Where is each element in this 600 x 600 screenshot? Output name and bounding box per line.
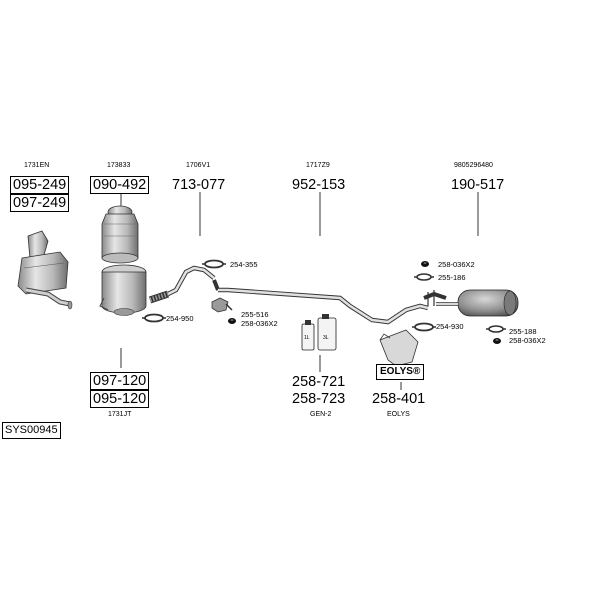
clamp-255-186 [414,273,434,281]
fitting-label-255-188[interactable]: 255-188 [509,327,537,336]
ref-additive: EOLYS [387,411,410,418]
system-code: SYS00945 [2,422,61,439]
part-number-catalyst-b[interactable]: 090-492 [90,176,150,194]
part-number-middle-pipe[interactable]: 952-153 [292,177,346,193]
catalyst-a-drawing [17,230,73,310]
fitting-label-254-355[interactable]: 254-355 [230,260,258,269]
clamp-254-355 [202,259,226,269]
clamp-254-930 [412,322,436,332]
rubber-258-036-b [421,261,429,267]
part-number-front-pipe[interactable]: 713-077 [172,177,226,193]
fitting-label-254-930[interactable]: 254-930 [436,322,464,331]
fitting-label-255-186[interactable]: 255-186 [438,273,466,282]
fitting-label-258-036x2-a[interactable]: 258-036X2 [241,319,278,328]
dpf-drawing [99,264,147,316]
ref-front-pipe: 1706V1 [186,162,211,169]
part-number-additive[interactable]: 258-401 [372,391,426,407]
rear-silencer-drawing [423,289,519,317]
fittings-drawing [142,259,506,344]
ref-catalyst-b: 173833 [107,162,131,169]
part-number-fluid-2[interactable]: 258-723 [292,391,346,407]
eolys-logo: EOLYS® [376,364,425,380]
ref-dpf: 1731JT [108,411,132,418]
part-number-dpf-2[interactable]: 095-120 [90,390,150,408]
ref-middle-pipe: 1717Z9 [306,162,330,169]
part-number-catalyst-a-2[interactable]: 097-249 [10,194,70,212]
leader-lines [120,190,479,390]
rubber-258-036-a [228,318,236,324]
eolys-pouch-drawing [379,329,419,367]
fitting-label-258-036x2-b[interactable]: 258-036X2 [438,260,475,269]
part-number-catalyst-a-1[interactable]: 095-249 [10,176,70,194]
clamp-255-188 [486,325,506,333]
bracket-255-516 [211,297,233,313]
ref-rear-silencer: 9805296480 [454,162,493,169]
part-number-fluid-1[interactable]: 258-721 [292,374,346,390]
can-label-small: 1L [304,335,310,341]
front-pipe-drawing [148,265,220,304]
ref-fluid: GEN-2 [310,411,332,418]
fitting-label-254-950[interactable]: 254-950 [166,314,194,323]
middle-pipe-drawing [218,287,429,325]
part-number-dpf-1[interactable]: 097-120 [90,372,150,390]
can-label-large: 3L [323,335,329,341]
fitting-label-258-036x2-c[interactable]: 258-036X2 [509,336,546,345]
rubber-258-036-c [493,338,501,344]
fluid-cans-drawing [301,314,337,351]
catalyst-b-drawing [101,205,139,264]
part-number-rear-silencer[interactable]: 190-517 [451,177,505,193]
ref-catalyst-a: 1731EN [24,162,50,169]
fitting-label-255-516[interactable]: 255-516 [241,310,269,319]
clamp-254-950 [142,313,166,323]
